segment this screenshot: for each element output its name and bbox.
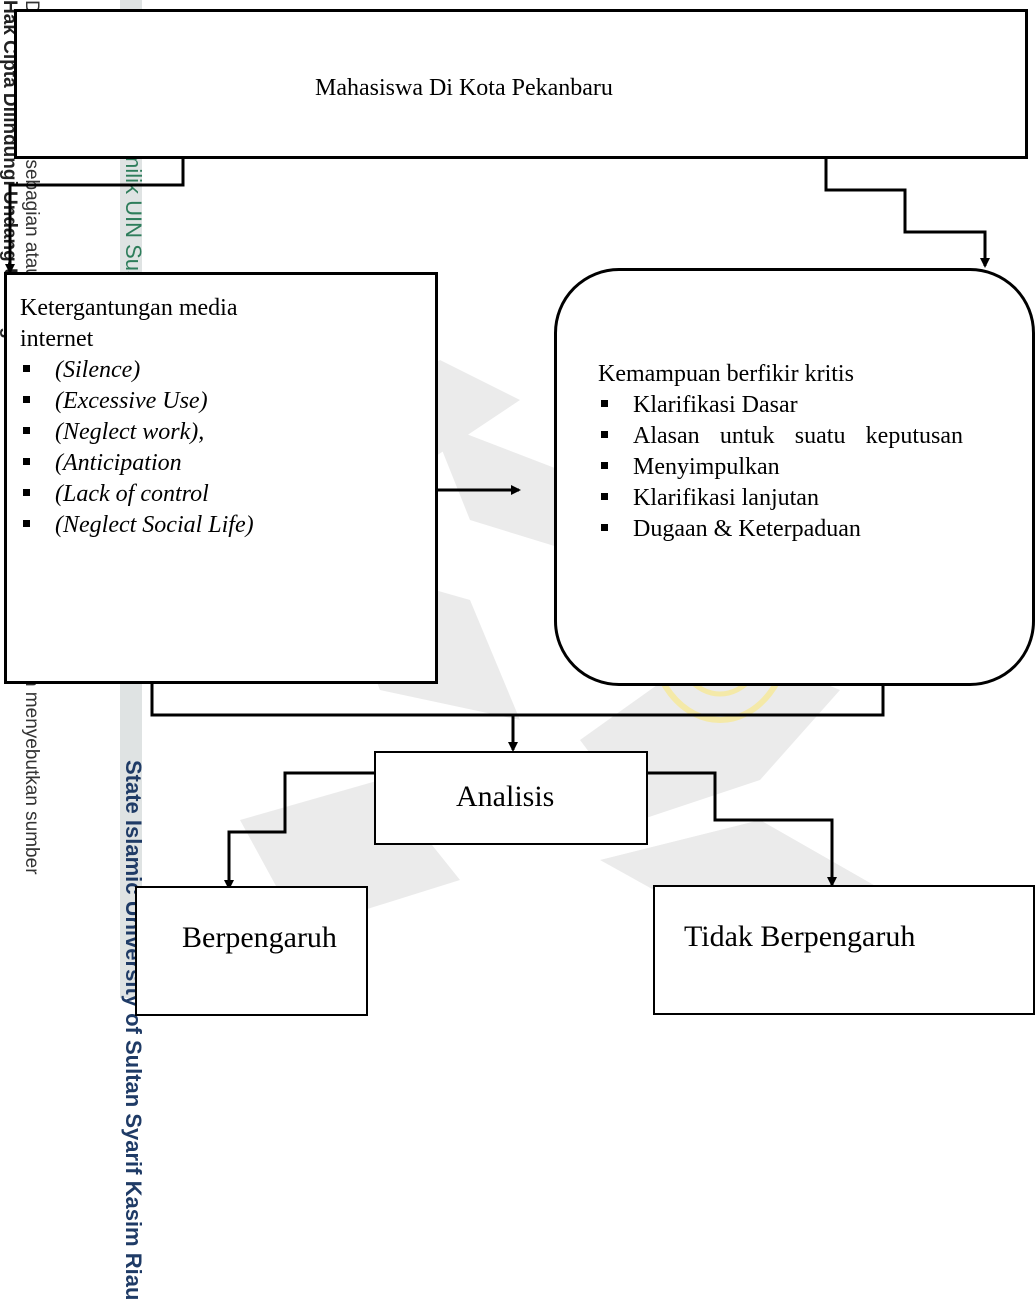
right-box-heading: Kemampuan berfikir kritis xyxy=(598,361,854,387)
list-item: (Silence) xyxy=(20,355,435,386)
result-left-box: Berpengaruh xyxy=(135,886,368,1016)
analysis-label: Analisis xyxy=(456,780,555,813)
top-box: Mahasiswa Di Kota Pekanbaru xyxy=(14,9,1028,159)
list-item: (Neglect Social Life) xyxy=(20,510,435,541)
watermark-text-university: State Islamic University of Sultan Syari… xyxy=(121,760,146,1300)
right-box-list: Klarifikasi Dasar Alasan untuk suatu kep… xyxy=(598,390,963,545)
list-item: Dugaan & Keterpaduan xyxy=(598,514,963,545)
list-item: (Neglect work), xyxy=(20,417,435,448)
result-right-box: Tidak Berpengaruh xyxy=(653,885,1035,1015)
list-item: Klarifikasi lanjutan xyxy=(598,483,963,514)
list-item: (Anticipation xyxy=(20,448,435,479)
top-box-label: Mahasiswa Di Kota Pekanbaru xyxy=(315,75,613,101)
result-left-label: Berpengaruh xyxy=(182,921,337,954)
list-item: Menyimpulkan xyxy=(598,452,963,483)
list-item: (Lack of control xyxy=(20,479,435,510)
left-box: Ketergantungan media internet (Silence) … xyxy=(4,272,438,684)
list-item: Klarifikasi Dasar xyxy=(598,390,963,421)
right-box: Kemampuan berfikir kritis Klarifikasi Da… xyxy=(554,268,1035,686)
analysis-box: Analisis xyxy=(374,751,648,845)
left-box-list: (Silence) (Excessive Use) (Neglect work)… xyxy=(20,355,435,541)
left-box-heading-2: internet xyxy=(20,326,94,352)
list-item: Alasan untuk suatu keputusan xyxy=(598,421,963,452)
list-item: (Excessive Use) xyxy=(20,386,435,417)
result-right-label: Tidak Berpengaruh xyxy=(684,920,916,953)
left-box-heading: Ketergantungan media xyxy=(20,295,238,321)
